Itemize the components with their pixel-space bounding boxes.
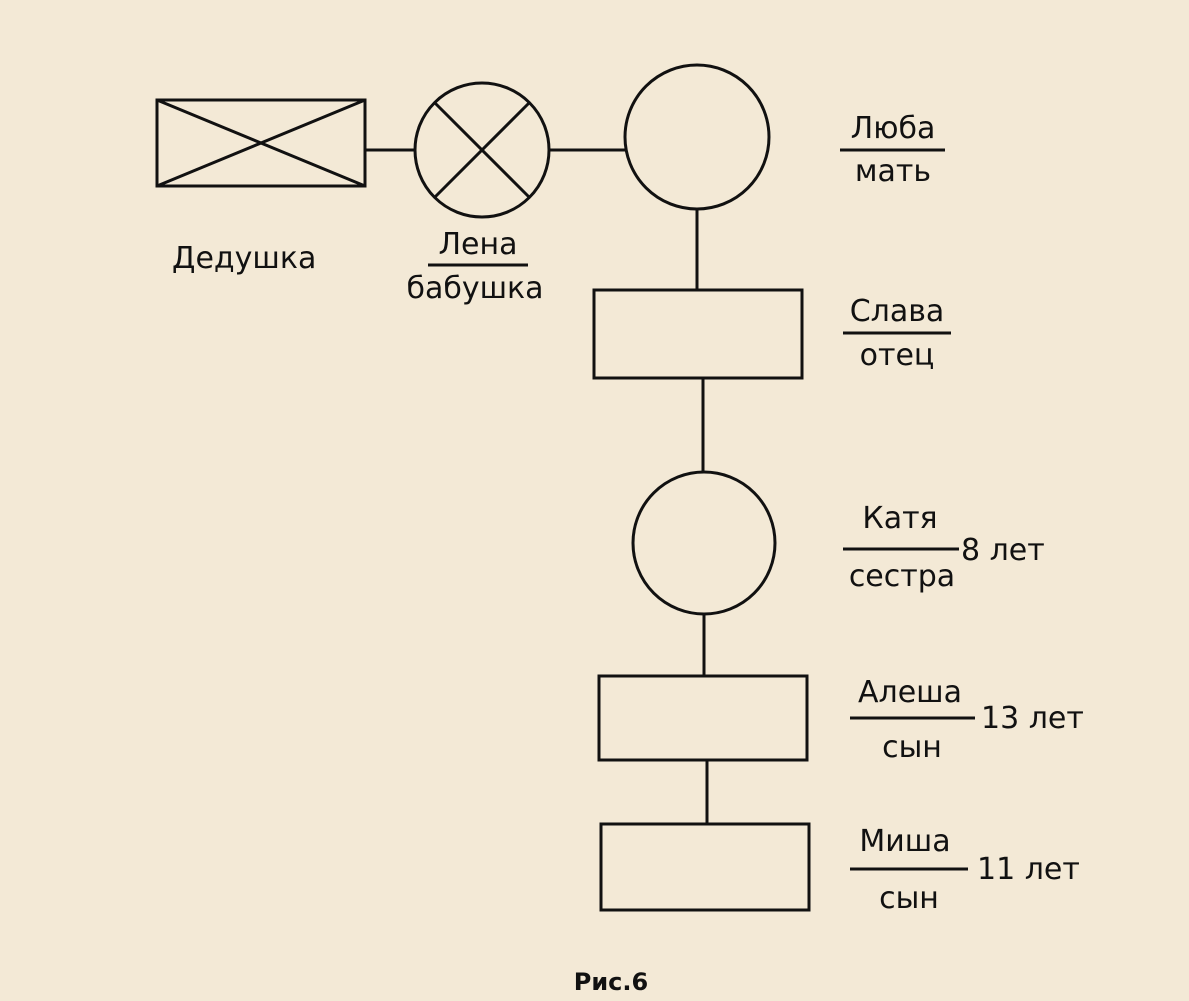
grandmother-circle — [413, 81, 551, 219]
father-box — [592, 288, 804, 380]
son-misha-name: Миша — [859, 824, 950, 859]
sister-name: Катя — [862, 501, 937, 536]
grandmother-symbol — [413, 81, 551, 219]
grandfather-symbol — [155, 98, 367, 188]
mother-role: мать — [855, 154, 931, 189]
sister-circle — [631, 470, 777, 616]
son-alesha-box — [597, 674, 809, 762]
grandfather-role: Дедушка — [172, 241, 316, 276]
grandmother-cross-b — [433, 101, 531, 199]
sister-role: сестра — [849, 559, 955, 594]
son-misha-box — [599, 822, 811, 912]
son-alesha-role: сын — [882, 730, 942, 765]
son-alesha-age: 13 лет — [981, 701, 1084, 736]
father-role: отец — [860, 338, 935, 373]
grandfather-box — [155, 98, 367, 188]
grandfather-cross-b — [156, 98, 366, 188]
mother-circle — [623, 63, 771, 211]
son-alesha-name: Алеша — [858, 675, 962, 710]
son-misha-role: сын — [879, 881, 939, 916]
son-misha-age: 11 лет — [977, 852, 1080, 887]
grandmother-name: Лена — [438, 227, 517, 262]
father-name: Слава — [850, 294, 945, 329]
sister-age: 8 лет — [961, 533, 1045, 568]
mother-name: Люба — [851, 111, 936, 146]
figure-caption: Рис.6 — [574, 968, 648, 996]
grandmother-role: бабушка — [406, 271, 543, 306]
